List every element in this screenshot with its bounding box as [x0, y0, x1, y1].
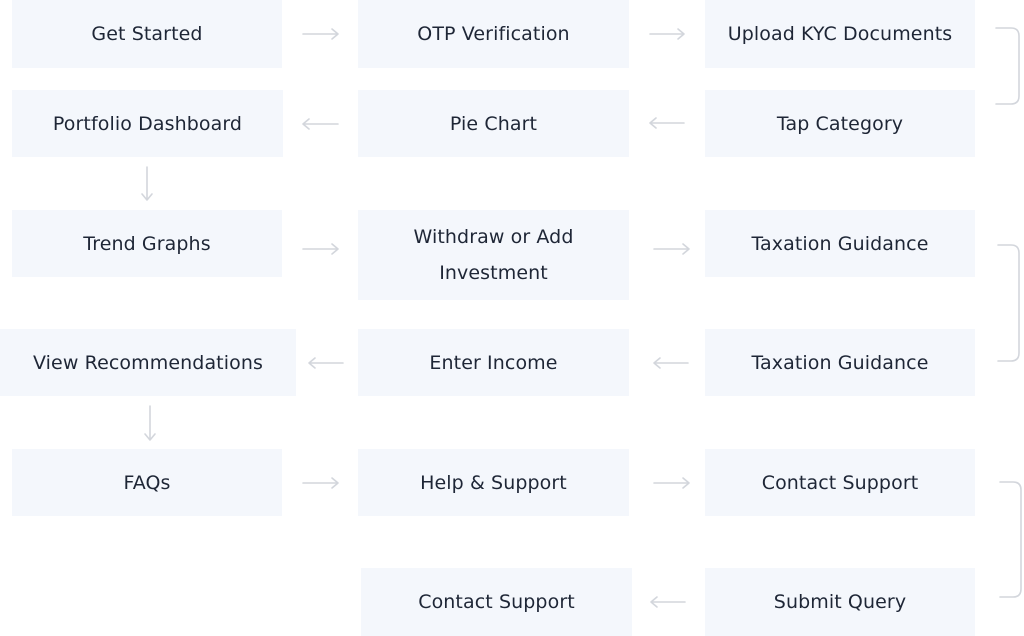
arrow-portfolio-to-trend-graphs	[141, 166, 153, 201]
bracket-taxation-to-taxation	[997, 244, 1020, 362]
arrow-help-to-contact-support	[653, 477, 690, 489]
node-help-and-support: Help & Support	[358, 449, 629, 516]
arrow-otp-to-upload-kyc	[649, 28, 685, 40]
arrow-tap-category-to-pie-chart	[649, 117, 685, 129]
bracket-contact-to-submit	[999, 481, 1022, 598]
node-view-recommendations: View Recommendations	[0, 329, 296, 396]
bracket-upload-kyc-to-tap-category	[995, 27, 1020, 105]
arrow-submit-to-contact-support	[650, 596, 686, 608]
node-contact-support-1: Contact Support	[705, 449, 975, 516]
arrow-withdraw-to-taxation	[653, 243, 690, 255]
arrow-faqs-to-help	[302, 477, 339, 489]
node-trend-graphs: Trend Graphs	[12, 210, 282, 277]
node-withdraw-or-add-investment: Withdraw or Add Investment	[358, 210, 629, 300]
node-pie-chart: Pie Chart	[358, 90, 629, 157]
node-taxation-guidance-1: Taxation Guidance	[705, 210, 975, 277]
arrow-taxation-to-enter-income	[653, 357, 689, 369]
arrow-get-started-to-otp	[302, 28, 339, 40]
node-faqs: FAQs	[12, 449, 282, 516]
arrow-trend-graphs-to-withdraw	[302, 243, 339, 255]
node-enter-income: Enter Income	[358, 329, 629, 396]
node-contact-support-2: Contact Support	[361, 568, 632, 636]
arrow-enter-income-to-recommendations	[308, 357, 344, 369]
node-tap-category: Tap Category	[705, 90, 975, 157]
node-taxation-guidance-2: Taxation Guidance	[705, 329, 975, 396]
arrow-recommendations-to-faqs	[144, 405, 156, 441]
node-get-started: Get Started	[12, 0, 282, 68]
node-submit-query: Submit Query	[705, 568, 975, 636]
node-upload-kyc-documents: Upload KYC Documents	[705, 0, 975, 68]
node-otp-verification: OTP Verification	[358, 0, 629, 68]
node-portfolio-dashboard: Portfolio Dashboard	[12, 90, 283, 157]
arrow-pie-chart-to-portfolio	[302, 118, 339, 130]
